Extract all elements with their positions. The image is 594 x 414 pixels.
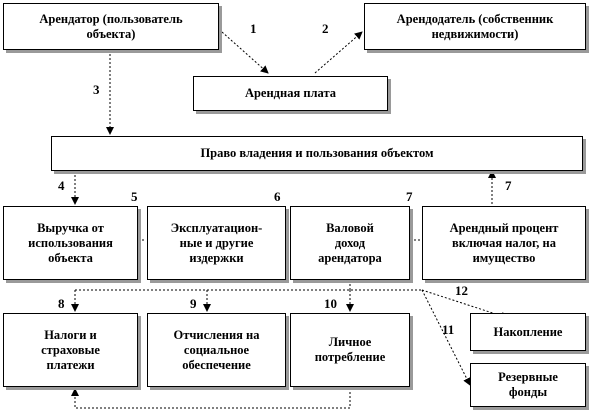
edge-11-reserve — [421, 289, 471, 386]
label-7-right: 7 — [505, 178, 512, 193]
tenant-box: Арендатор (пользователь объекта) — [3, 3, 219, 50]
taxes-box: Налоги и страховые платежи — [3, 313, 138, 387]
edge-1-tenant-rent — [221, 31, 269, 74]
edge-consumption-taxes — [71, 388, 351, 409]
label-8: 8 — [58, 296, 65, 311]
edge-2-rent-landlord — [314, 31, 363, 74]
landlord-box: Арендодатель (собственник недвижимости) — [364, 3, 586, 50]
social-box: Отчисления на социальное обеспечение — [147, 313, 286, 387]
label-7-gross: 7 — [406, 189, 413, 204]
rent-box: Арендная плата — [193, 76, 388, 111]
label-10: 10 — [324, 296, 337, 311]
costs-box: Эксплуатацион- ные и другие издержки — [147, 206, 286, 280]
right-box: Право владения и пользования объектом — [51, 136, 583, 171]
consumption-box: Личное потребление — [290, 313, 410, 387]
interest-box: Арендный процент включая налог, на имуще… — [422, 206, 586, 280]
label-1: 1 — [250, 21, 257, 36]
label-9: 9 — [190, 296, 197, 311]
label-6: 6 — [274, 189, 281, 204]
label-11: 11 — [442, 322, 455, 337]
gross-box: Валовой доход арендатора — [290, 206, 410, 280]
label-3: 3 — [93, 82, 100, 97]
label-2: 2 — [322, 21, 329, 36]
label-4: 4 — [58, 178, 65, 193]
savings-box: Накопление — [470, 313, 586, 351]
edge-12-savings — [421, 289, 509, 320]
label-5: 5 — [131, 189, 138, 204]
label-12: 12 — [455, 283, 468, 298]
revenue-box: Выручка от использования объекта — [3, 206, 138, 280]
reserve-box: Резервные фонды — [470, 363, 586, 407]
